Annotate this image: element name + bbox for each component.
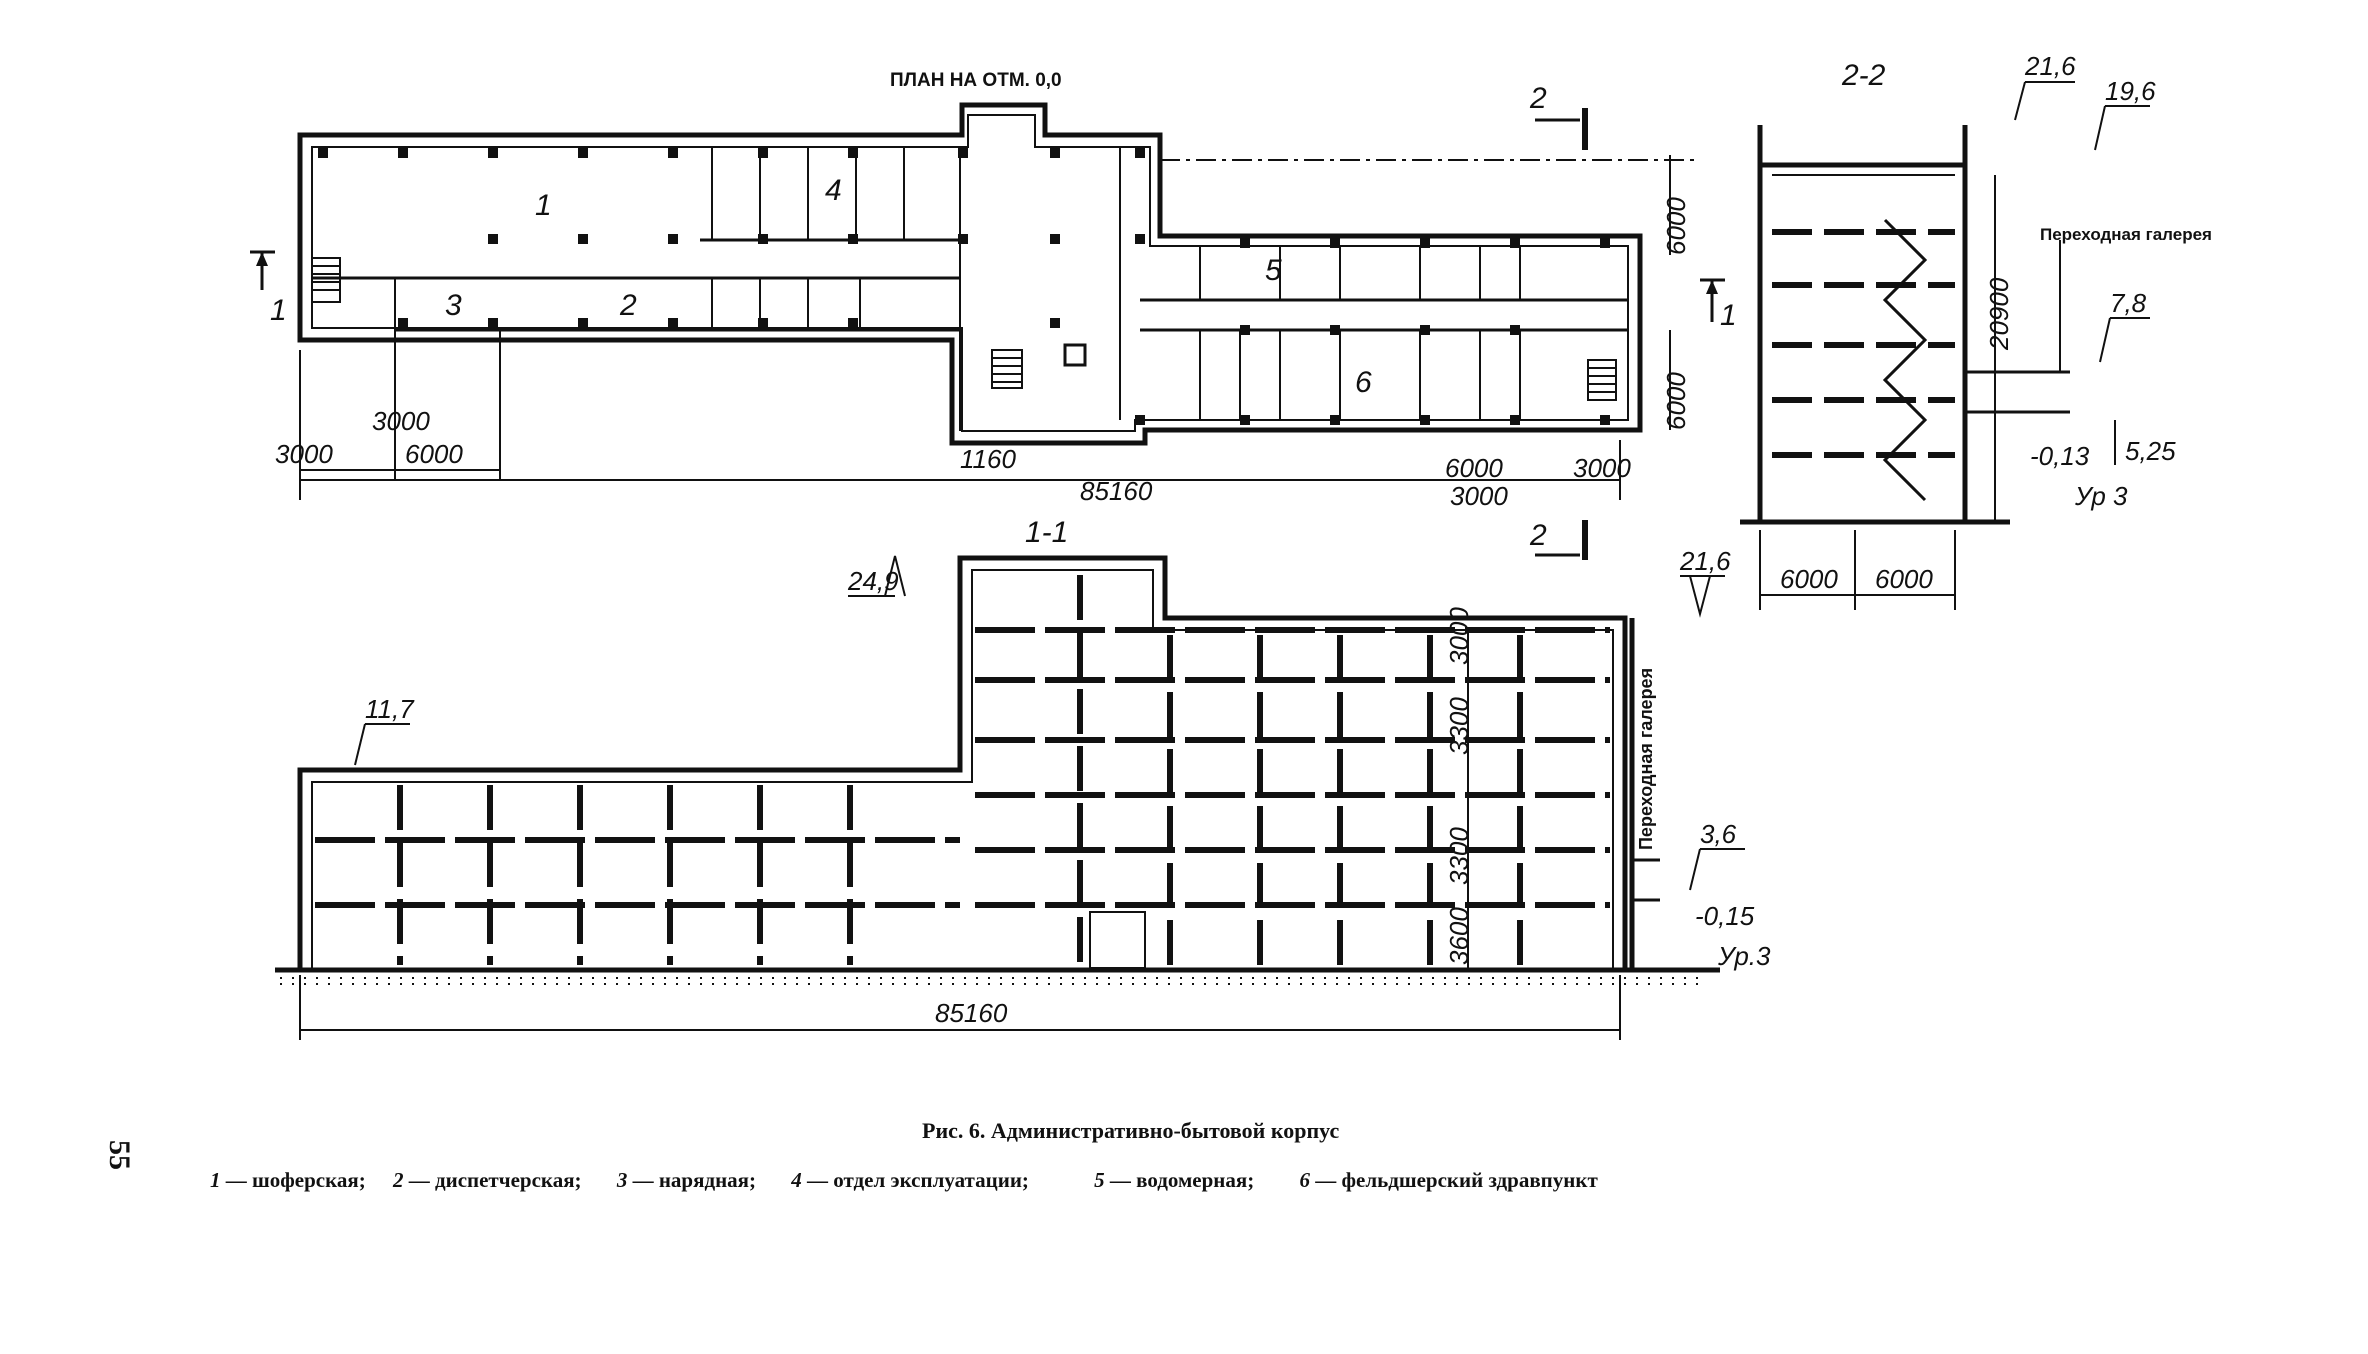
svg-text:3000: 3000 [1450, 481, 1508, 511]
section-1-1-floor-dims: 3000 3300 3300 3600 [1444, 607, 1474, 968]
section-cut-2-north: 2 [1529, 82, 1588, 150]
svg-text:6000: 6000 [1445, 453, 1503, 483]
svg-text:3000: 3000 [275, 439, 333, 469]
plan-outer-wall [297, 102, 1643, 446]
level-ur3-2: Ур 3 [2074, 481, 2128, 511]
room-label-4: 4 [825, 174, 842, 207]
page-number: 55 [103, 1140, 136, 1170]
elev-24-9: 24,9 [847, 566, 899, 596]
svg-text:1160: 1160 [960, 444, 1016, 474]
plan-dimensions: 3000 3000 6000 1160 85160 6000 3000 3000… [275, 155, 1691, 511]
svg-text:Переходная галерея: Переходная галерея [2040, 225, 2212, 244]
legend-item-3: 3 — нарядная; [616, 1168, 757, 1192]
section-1-1-ground-hatch [280, 977, 1700, 985]
svg-text:Переходная галерея: Переходная галерея [1636, 668, 1656, 850]
room-label-2: 2 [619, 289, 637, 322]
room-label-1: 1 [535, 189, 552, 222]
figure-caption: Рис. 6. Административно-бытовой корпус [922, 1118, 1340, 1143]
section-2-2-outline [1757, 125, 1968, 520]
svg-text:3300: 3300 [1444, 827, 1474, 885]
section-2-2-slabs [1772, 229, 1955, 458]
section-2-2-gallery: Переходная галерея [1965, 225, 2212, 414]
plan-stair-west [311, 257, 341, 303]
plan-columns [318, 148, 1610, 425]
elev-minus-0-15: -0,15 [1695, 901, 1755, 931]
svg-text:6000: 6000 [405, 439, 463, 469]
section-1-1-title: 1-1 [1025, 516, 1068, 549]
room-label-5: 5 [1265, 254, 1282, 287]
elev-11-7: 11,7 [365, 694, 415, 724]
section-1-1: 1-1 [275, 516, 1771, 1040]
section-2-2-stair [1882, 218, 1928, 502]
elev-21-6-left: 21,6 [1679, 546, 1731, 576]
elev-3-6: 3,6 [1700, 819, 1737, 849]
elev-7-8: 7,8 [2110, 288, 2147, 318]
svg-text:3000: 3000 [1444, 607, 1474, 665]
svg-text:6000: 6000 [1661, 197, 1691, 255]
section-2-2-title: 2-2 [1841, 59, 1886, 92]
floor-plan: ПЛАН НА ОТМ. 0,0 [250, 70, 1737, 560]
section-2-2-height: 20900 [1984, 277, 2014, 351]
legend: 1 — шоферская; 2 — диспетчерская; 3 — на… [210, 1168, 1598, 1193]
room-label-3: 3 [445, 289, 462, 322]
legend-item-2: 2 — диспетчерская; [392, 1168, 582, 1192]
legend-item-5: 5 — водомерная; [1094, 1168, 1255, 1192]
svg-text:6000: 6000 [1661, 372, 1691, 430]
elev-19-6: 19,6 [2105, 76, 2156, 106]
svg-text:2: 2 [1529, 82, 1547, 115]
elev-minus-0-13: -0,13 [2030, 441, 2090, 471]
svg-text:1: 1 [270, 294, 287, 327]
plan-elevator [1063, 343, 1087, 367]
section-cut-2-south: 2 [1529, 519, 1588, 560]
svg-text:3300: 3300 [1444, 697, 1474, 755]
plan-inner-wall [311, 114, 1629, 432]
section-2-2-elevations: 21,6 19,6 7,8 5,25 -0,13 Ур 3 [2014, 51, 2176, 511]
elev-5-25: 5,25 [2125, 436, 2176, 466]
section-1-1-elevations: 24,9 21,6 11,7 3,6 -0,15 Ур.3 [354, 546, 1771, 971]
section-1-1-columns [397, 575, 1523, 965]
legend-item-6: 6 — фельдшерский здравпункт [1299, 1168, 1598, 1192]
svg-text:3000: 3000 [1573, 453, 1631, 483]
svg-text:85160: 85160 [1080, 476, 1153, 506]
plan-title: ПЛАН НА ОТМ. 0,0 [890, 70, 1062, 91]
room-label-6: 6 [1355, 366, 1372, 399]
section-2-2-bay-1: 6000 [1780, 564, 1838, 594]
plan-stair-east [1587, 359, 1617, 401]
section-1-1-outline [297, 555, 1628, 968]
svg-text:3600: 3600 [1444, 907, 1474, 965]
section-1-1-length: 85160 [935, 998, 1008, 1028]
plan-stair-central [991, 349, 1023, 389]
svg-text:1: 1 [1720, 299, 1737, 332]
section-cut-1-east: 1 [1700, 278, 1737, 332]
svg-text:2: 2 [1529, 519, 1547, 552]
plan-partitions [394, 147, 1521, 431]
section-1-1-doors [1089, 911, 1146, 969]
legend-item-4: 4 — отдел эксплуатации; [791, 1168, 1029, 1192]
section-2-2: 2-2 6000 6000 Переходная галерея 20900 [1740, 51, 2212, 610]
section-cut-1-west: 1 [250, 250, 287, 327]
section-2-2-bay-2: 6000 [1875, 564, 1933, 594]
section-1-1-gallery: Переходная галерея [1632, 668, 1660, 902]
legend-item-1: 1 — шоферская; [210, 1168, 366, 1192]
elev-21-6: 21,6 [2024, 51, 2076, 81]
level-ur3: Ур.3 [1717, 941, 1771, 971]
svg-text:3000: 3000 [372, 406, 430, 436]
